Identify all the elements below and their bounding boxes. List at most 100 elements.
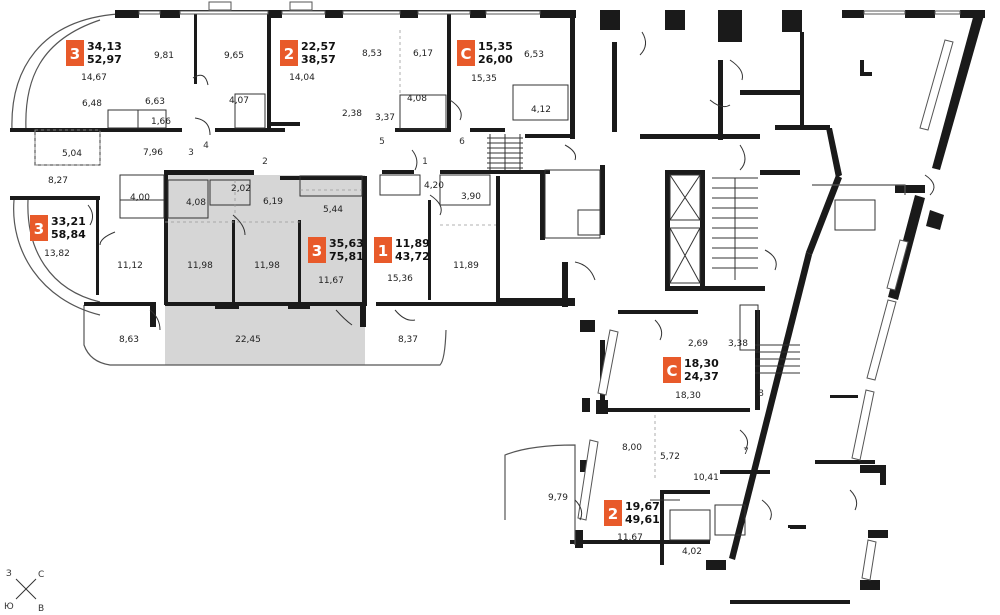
unit-type: 2 [284,45,294,63]
room-area: 11,12 [117,261,143,271]
unit-type: 3 [34,220,44,238]
door-number: 6 [459,137,465,147]
stairs-south [755,344,800,374]
door-number: 4 [203,141,209,151]
room-area: 1,66 [151,117,171,127]
unit-living-area: 22,57 [301,40,336,53]
room-area: 6,53 [524,50,544,60]
unit-total-area: 52,97 [87,53,122,66]
unit-type: 1 [378,242,388,260]
room-area: 14,67 [81,73,107,83]
stairs-north [487,134,523,170]
selected-apartment-highlight [165,175,365,365]
room-area: 9,81 [154,51,174,61]
room-area: 8,00 [622,443,642,453]
room-area: 5,04 [62,149,82,159]
room-area: 4,08 [407,94,427,104]
unit-type-box [30,215,48,241]
unit-type-box [308,237,326,263]
room-area: 9,65 [224,51,244,61]
door-numbers: 3 4 2 1 5 6 8 7 [188,137,764,457]
room-area: 2,02 [231,184,251,194]
room-area: 3,37 [375,113,395,123]
unit-badge[interactable]: С 18,30 24,37 [663,357,719,383]
selected-unit-fill [165,175,365,365]
unit-badge[interactable]: 2 22,57 38,57 [280,40,336,66]
room-area: 4,08 [186,198,206,208]
balcony-east [812,184,906,195]
unit-living-area: 18,30 [684,357,719,370]
room-area: 3,38 [728,339,748,349]
room-area: 5,44 [323,205,343,215]
unit-living-area: 33,21 [51,215,86,228]
unit-living-area: 11,89 [395,237,430,250]
unit-total-area: 26,00 [478,53,513,66]
room-area: 11,98 [187,261,213,271]
door-swings [87,31,935,521]
unit-badge[interactable]: 3 35,63 75,81 [308,237,364,263]
room-area: 2,69 [688,339,708,349]
windows [138,1,961,581]
unit-type: 2 [608,505,618,523]
room-area: 22,45 [235,335,261,345]
west-curved-facade [11,13,447,366]
balcony-southwest [504,444,576,545]
unit-type-box [374,237,392,263]
room-area: 8,63 [119,335,139,345]
unit-living-area: 19,67 [625,500,660,513]
door-number: 2 [262,157,268,167]
unit-badge[interactable]: 3 34,13 52,97 [66,40,122,66]
unit-badge[interactable]: 1 11,89 43,72 [374,237,430,263]
unit-total-area: 75,81 [329,250,364,263]
unit-total-area: 24,37 [684,370,719,383]
unit-living-area: 35,63 [329,237,364,250]
unit-badge[interactable]: С 15,35 26,00 [457,40,513,66]
room-area: 11,67 [318,276,344,286]
unit-type: С [666,362,677,380]
compass-north: С [38,570,44,580]
room-area: 4,07 [229,96,249,106]
room-area: 6,17 [413,49,433,59]
room-area: 8,37 [398,335,418,345]
room-area: 10,41 [693,473,719,483]
door-number: 8 [758,389,764,399]
unit-total-area: 49,61 [625,513,660,526]
unit-living-area: 15,35 [478,40,513,53]
interior-fixtures [34,30,906,545]
room-area: 15,35 [471,74,497,84]
unit-badge[interactable]: 3 33,21 58,84 [30,215,86,241]
door-number: 3 [188,148,194,158]
room-area: 13,82 [44,249,70,259]
room-area: 4,20 [424,181,444,191]
door-number: 1 [422,157,428,167]
room-area: 11,89 [453,261,479,271]
room-area: 4,02 [682,547,702,557]
unit-type-box [663,357,681,383]
unit-badge[interactable]: 2 19,67 49,61 [604,500,660,526]
room-area: 3,90 [461,192,481,202]
compass-west: З [6,569,12,579]
door-number: 7 [743,447,749,457]
room-area: 8,27 [48,176,68,186]
room-area: 6,63 [145,97,165,107]
room-area: 6,19 [263,197,283,207]
compass: З С Ю В [4,569,44,614]
unit-type-box [457,40,475,66]
unit-type: С [460,45,471,63]
room-area: 18,30 [675,391,701,401]
room-area: 15,36 [387,274,413,284]
room-area: 11,67 [617,533,643,543]
room-area: 14,04 [289,73,315,83]
room-area: 5,72 [660,452,680,462]
compass-south: Ю [4,602,14,612]
unit-total-area: 38,57 [301,53,336,66]
door-number: 5 [379,137,385,147]
compass-east: В [38,604,44,614]
unit-living-area: 34,13 [87,40,122,53]
room-labels: 9,81 9,65 14,67 6,48 6,63 4,07 1,66 5,04… [44,49,748,557]
unit-type-box [280,40,298,66]
room-area: 4,12 [531,105,551,115]
stairs-core [712,177,758,280]
unit-total-area: 58,84 [51,228,86,241]
